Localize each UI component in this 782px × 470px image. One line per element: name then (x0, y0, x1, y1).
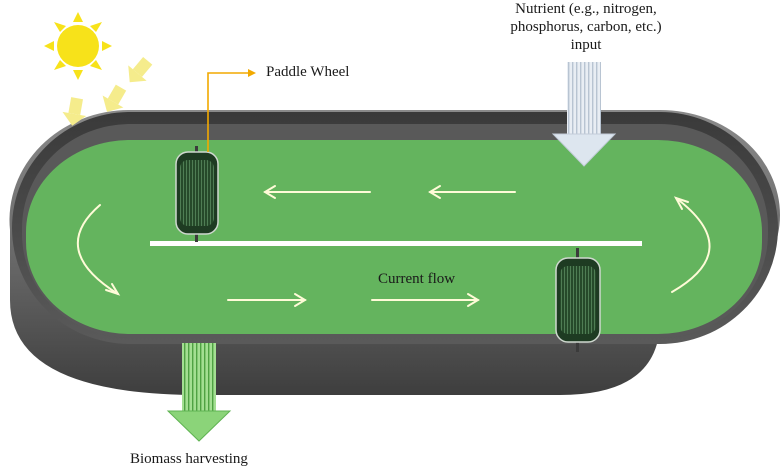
flow-arrow-top-left (263, 185, 371, 199)
center-divider (150, 241, 642, 246)
flow-arrow-bottom-left (227, 293, 307, 307)
sunlight-arrow (102, 84, 127, 112)
pond (9, 109, 781, 395)
pond-water (26, 140, 762, 334)
sunlight-arrows (62, 56, 153, 126)
biomass-harvest-arrow-icon (166, 343, 232, 442)
nutrient-input-arrow-icon (551, 62, 617, 167)
flow-arrow-left-turn (76, 204, 121, 296)
current-flow-label: Current flow (378, 271, 456, 287)
flow-arrows (76, 185, 711, 307)
flow-arrow-bottom-right (371, 293, 480, 307)
paddle-wheel-leader-line (207, 69, 256, 152)
nutrient-input-label: Nutrient (e.g., nitrogen, phosphorus, ca… (492, 0, 680, 54)
nutrient-input-label-line1: Nutrient (e.g., nitrogen, (515, 1, 657, 17)
sun-icon (44, 12, 112, 80)
paddle-wheel-label: Paddle Wheel (266, 64, 350, 80)
nutrient-input-label-line3: input (570, 37, 602, 53)
biomass-harvesting-label: Biomass harvesting (130, 451, 248, 467)
paddle-wheel-icon (555, 248, 601, 352)
flow-arrow-top-right (428, 185, 516, 199)
paddle-wheel-icon (175, 146, 219, 242)
flow-arrow-right-turn (671, 196, 711, 293)
sunlight-arrow (62, 97, 87, 126)
sunlight-arrow (128, 56, 153, 83)
nutrient-input-label-line2: phosphorus, carbon, etc.) (510, 19, 662, 35)
